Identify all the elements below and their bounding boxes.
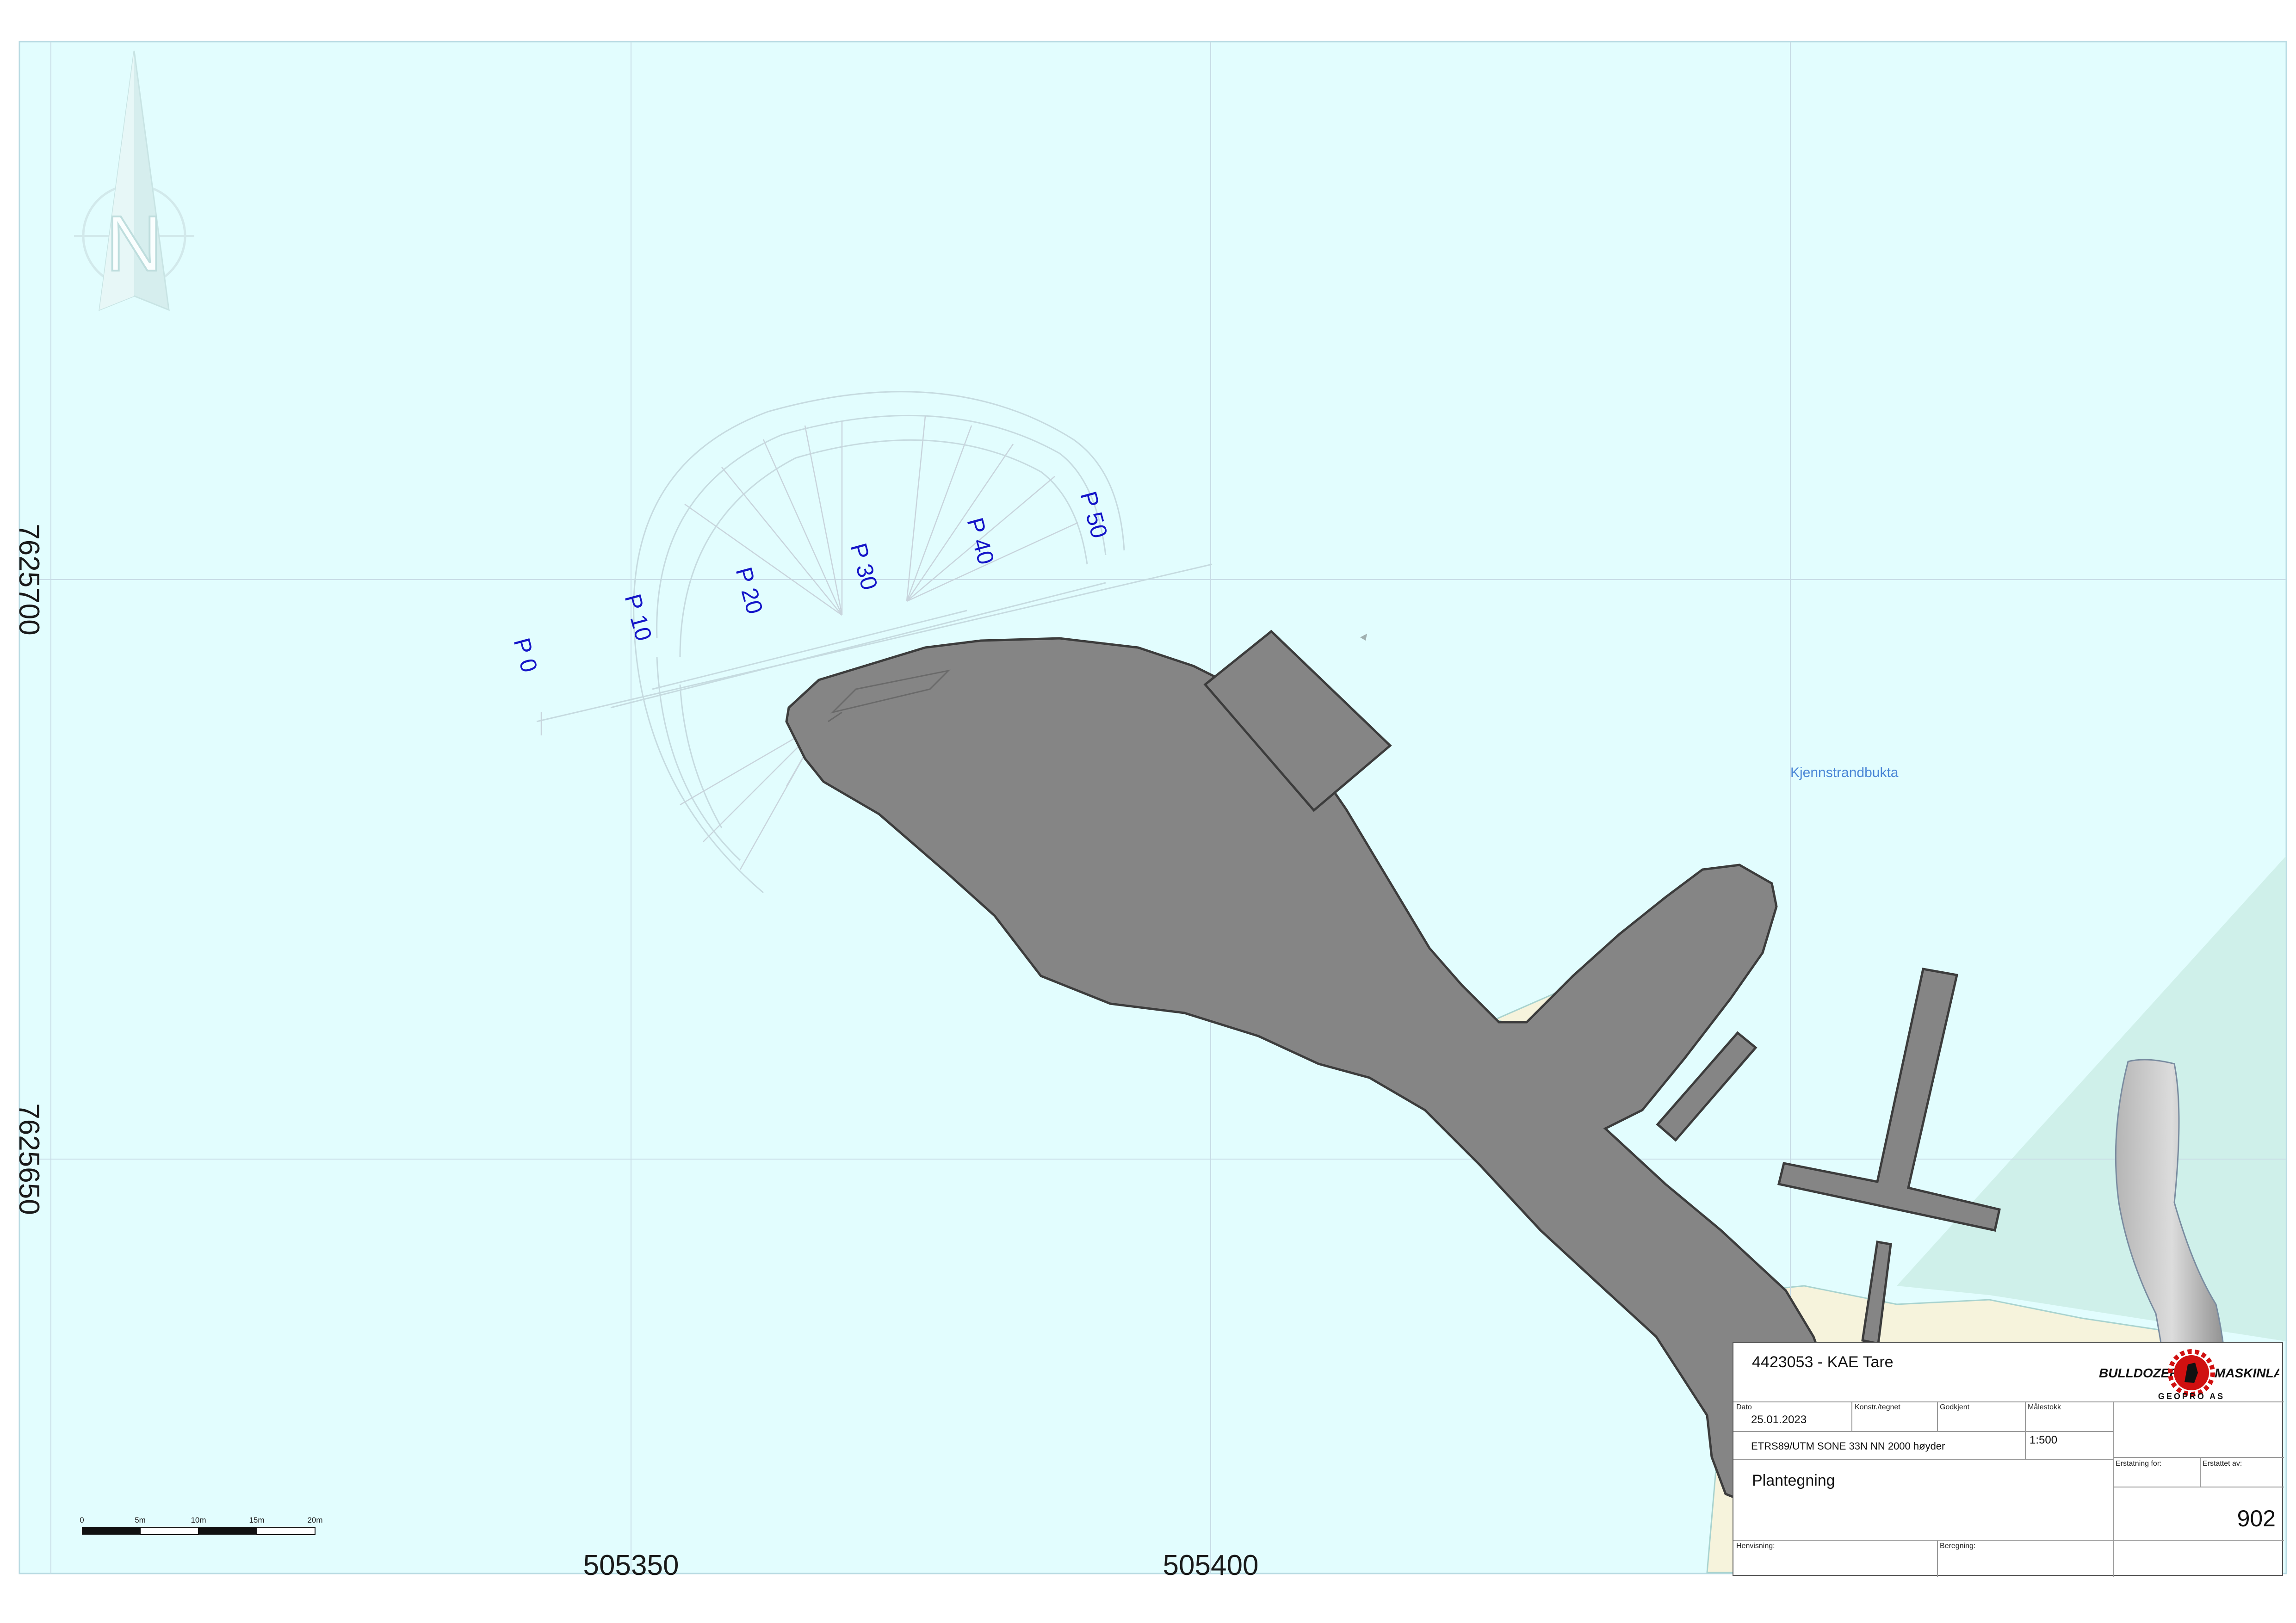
- project-title: 4423053 - KAE Tare: [1752, 1353, 1894, 1371]
- logo-text-right: MASKINLAG: [2215, 1366, 2279, 1380]
- logo-text-left: BULLDOZER: [2099, 1366, 2179, 1380]
- floating-pier[interactable]: [1656, 1031, 1758, 1142]
- pier[interactable]: [785, 637, 1833, 1505]
- date-value: 25.01.2023: [1751, 1413, 1807, 1426]
- title-block: 4423053 - KAE Tare BULLDOZER MASKINLAG G…: [1733, 1342, 2284, 1577]
- platform[interactable]: [1203, 629, 1392, 812]
- drawing-title: Plantegning: [1752, 1472, 1835, 1489]
- date-label: Dato: [1736, 1403, 1752, 1411]
- pier-markings: [828, 669, 951, 722]
- design-outline: [536, 391, 1213, 894]
- place-name: Kjennstrandbukta: [1790, 765, 1899, 780]
- drawing-number: 902: [2237, 1506, 2276, 1531]
- northing-label: 7625700: [13, 524, 45, 635]
- northing-label: 7625650: [13, 1103, 45, 1215]
- gear-icon: [2168, 1349, 2215, 1396]
- marker-icon: [1360, 634, 1367, 641]
- scale-label: Målestokk: [2028, 1403, 2061, 1411]
- drawn-by-label: Konstr./tegnet: [1855, 1403, 1900, 1411]
- scale-tick: 20m: [307, 1516, 322, 1524]
- t-pier[interactable]: [1777, 968, 2001, 1232]
- replaces-label: Erstatning for:: [2116, 1460, 2162, 1468]
- easting-label: 505350: [583, 1549, 679, 1581]
- scale-tick: 15m: [249, 1516, 264, 1524]
- scale-bar: 0 5m 10m 15m 20m: [80, 1516, 323, 1535]
- scale-tick: 0: [80, 1516, 84, 1524]
- north-label: N: [106, 200, 163, 288]
- coordinate-system: ETRS89/UTM SONE 33N NN 2000 høyder: [1751, 1440, 1945, 1452]
- north-arrow-icon: N: [74, 50, 194, 311]
- reference-label: Henvisning:: [1736, 1542, 1775, 1550]
- scale-value: 1:500: [2030, 1434, 2058, 1446]
- scale-tick: 5m: [135, 1516, 146, 1524]
- calculation-label: Beregning:: [1940, 1542, 1976, 1550]
- replaced-by-label: Erstattet av:: [2203, 1460, 2242, 1468]
- approved-label: Godkjent: [1940, 1403, 1970, 1411]
- scale-tick: 10m: [191, 1516, 206, 1524]
- easting-label: 505400: [1163, 1549, 1259, 1581]
- logo-subtext: GEOPRO AS: [2158, 1392, 2225, 1401]
- company-logo: BULLDOZER MASKINLAG GEOPRO AS: [2099, 1349, 2279, 1401]
